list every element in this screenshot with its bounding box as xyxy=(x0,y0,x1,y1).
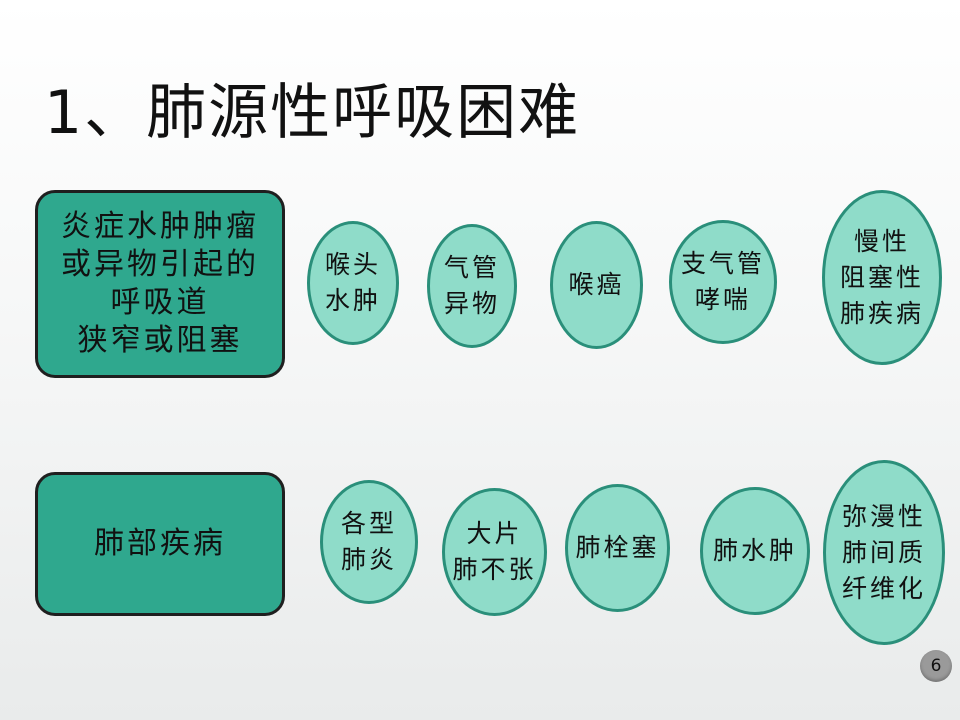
oval-laryngeal-cancer: 喉癌 xyxy=(550,221,643,349)
oval-label: 各型 肺炎 xyxy=(340,509,397,574)
oval-label: 大片 肺不张 xyxy=(452,519,537,584)
oval-pneumonia: 各型 肺炎 xyxy=(320,480,418,604)
oval-label: 支气管 哮喘 xyxy=(680,249,765,314)
oval-tracheal-foreign-body: 气管 异物 xyxy=(427,224,517,348)
page-number-badge: 6 xyxy=(920,650,952,682)
oval-label: 气管 异物 xyxy=(443,253,500,318)
slide-title: 1、肺源性呼吸困难 xyxy=(44,78,581,148)
oval-label: 慢性 阻塞性 肺疾病 xyxy=(839,226,924,328)
oval-label: 肺水肿 xyxy=(712,536,797,565)
cause-label: 肺部疾病 xyxy=(94,526,226,561)
cause-box-lung-disease: 肺部疾病 xyxy=(35,472,285,616)
oval-label: 喉头 水肿 xyxy=(324,250,381,315)
oval-copd: 慢性 阻塞性 肺疾病 xyxy=(822,190,942,365)
oval-atelectasis: 大片 肺不张 xyxy=(442,488,547,616)
oval-interstitial-fibrosis: 弥漫性 肺间质 纤维化 xyxy=(823,460,945,645)
oval-label: 喉癌 xyxy=(568,270,625,299)
cause-box-airway-obstruction: 炎症水肿肿瘤 或异物引起的 呼吸道 狭窄或阻塞 xyxy=(35,190,285,378)
oval-laryngeal-edema: 喉头 水肿 xyxy=(307,221,399,345)
oval-label: 弥漫性 肺间质 纤维化 xyxy=(841,501,926,603)
oval-pulmonary-embolism: 肺栓塞 xyxy=(565,484,670,612)
oval-bronchial-asthma: 支气管 哮喘 xyxy=(669,220,777,344)
oval-pulmonary-edema: 肺水肿 xyxy=(700,487,810,615)
oval-label: 肺栓塞 xyxy=(575,533,660,562)
cause-label: 炎症水肿肿瘤 或异物引起的 呼吸道 狭窄或阻塞 xyxy=(61,209,259,358)
